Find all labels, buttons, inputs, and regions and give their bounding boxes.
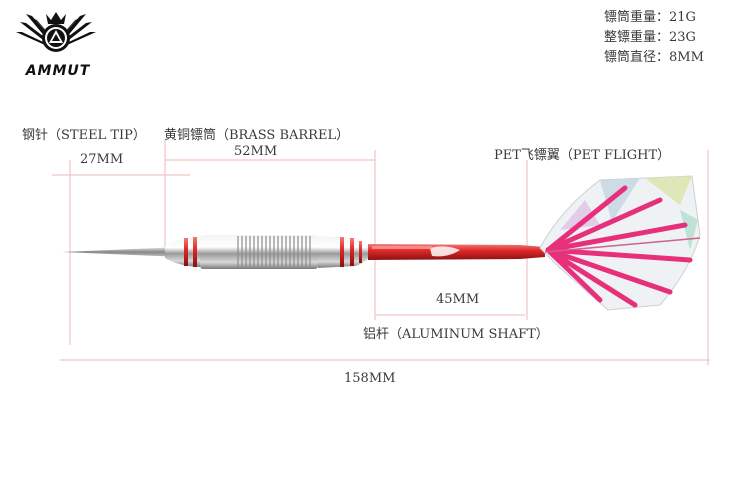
barrel-knurling — [237, 236, 311, 268]
dimension-tip: 27MM — [80, 152, 124, 167]
brass-barrel — [200, 235, 318, 269]
dimension-shaft: 45MM — [436, 292, 480, 307]
spec-barrel-diameter: 镖筒直径：8MM — [604, 50, 704, 65]
barrel-front — [165, 237, 200, 267]
spec-list: 镖筒重量：21G 整镖重量：23G 镖筒直径：8MM — [604, 8, 744, 68]
dimension-lines — [52, 140, 710, 365]
brand-logo: AMMUT — [6, 8, 106, 79]
dimension-barrel: 52MM — [234, 144, 278, 159]
label-pet-flight: PET飞镖翼（PET FLIGHT） — [494, 148, 671, 163]
crest-icon — [16, 12, 96, 52]
barrel-rear — [318, 236, 372, 268]
spec-barrel-weight: 镖筒重量：21G — [604, 10, 696, 25]
label-aluminum-shaft: 铝杆（ALUMINUM SHAFT） — [363, 327, 549, 342]
dimension-total: 158MM — [344, 371, 396, 386]
brand-name: AMMUT — [25, 63, 91, 79]
label-steel-tip: 钢针（STEEL TIP） — [22, 128, 146, 143]
pet-flight — [539, 175, 701, 311]
steel-tip — [62, 247, 170, 257]
spec-total-weight: 整镖重量：23G — [604, 30, 696, 45]
label-brass-barrel: 黄铜镖筒（BRASS BARREL） — [164, 128, 350, 143]
